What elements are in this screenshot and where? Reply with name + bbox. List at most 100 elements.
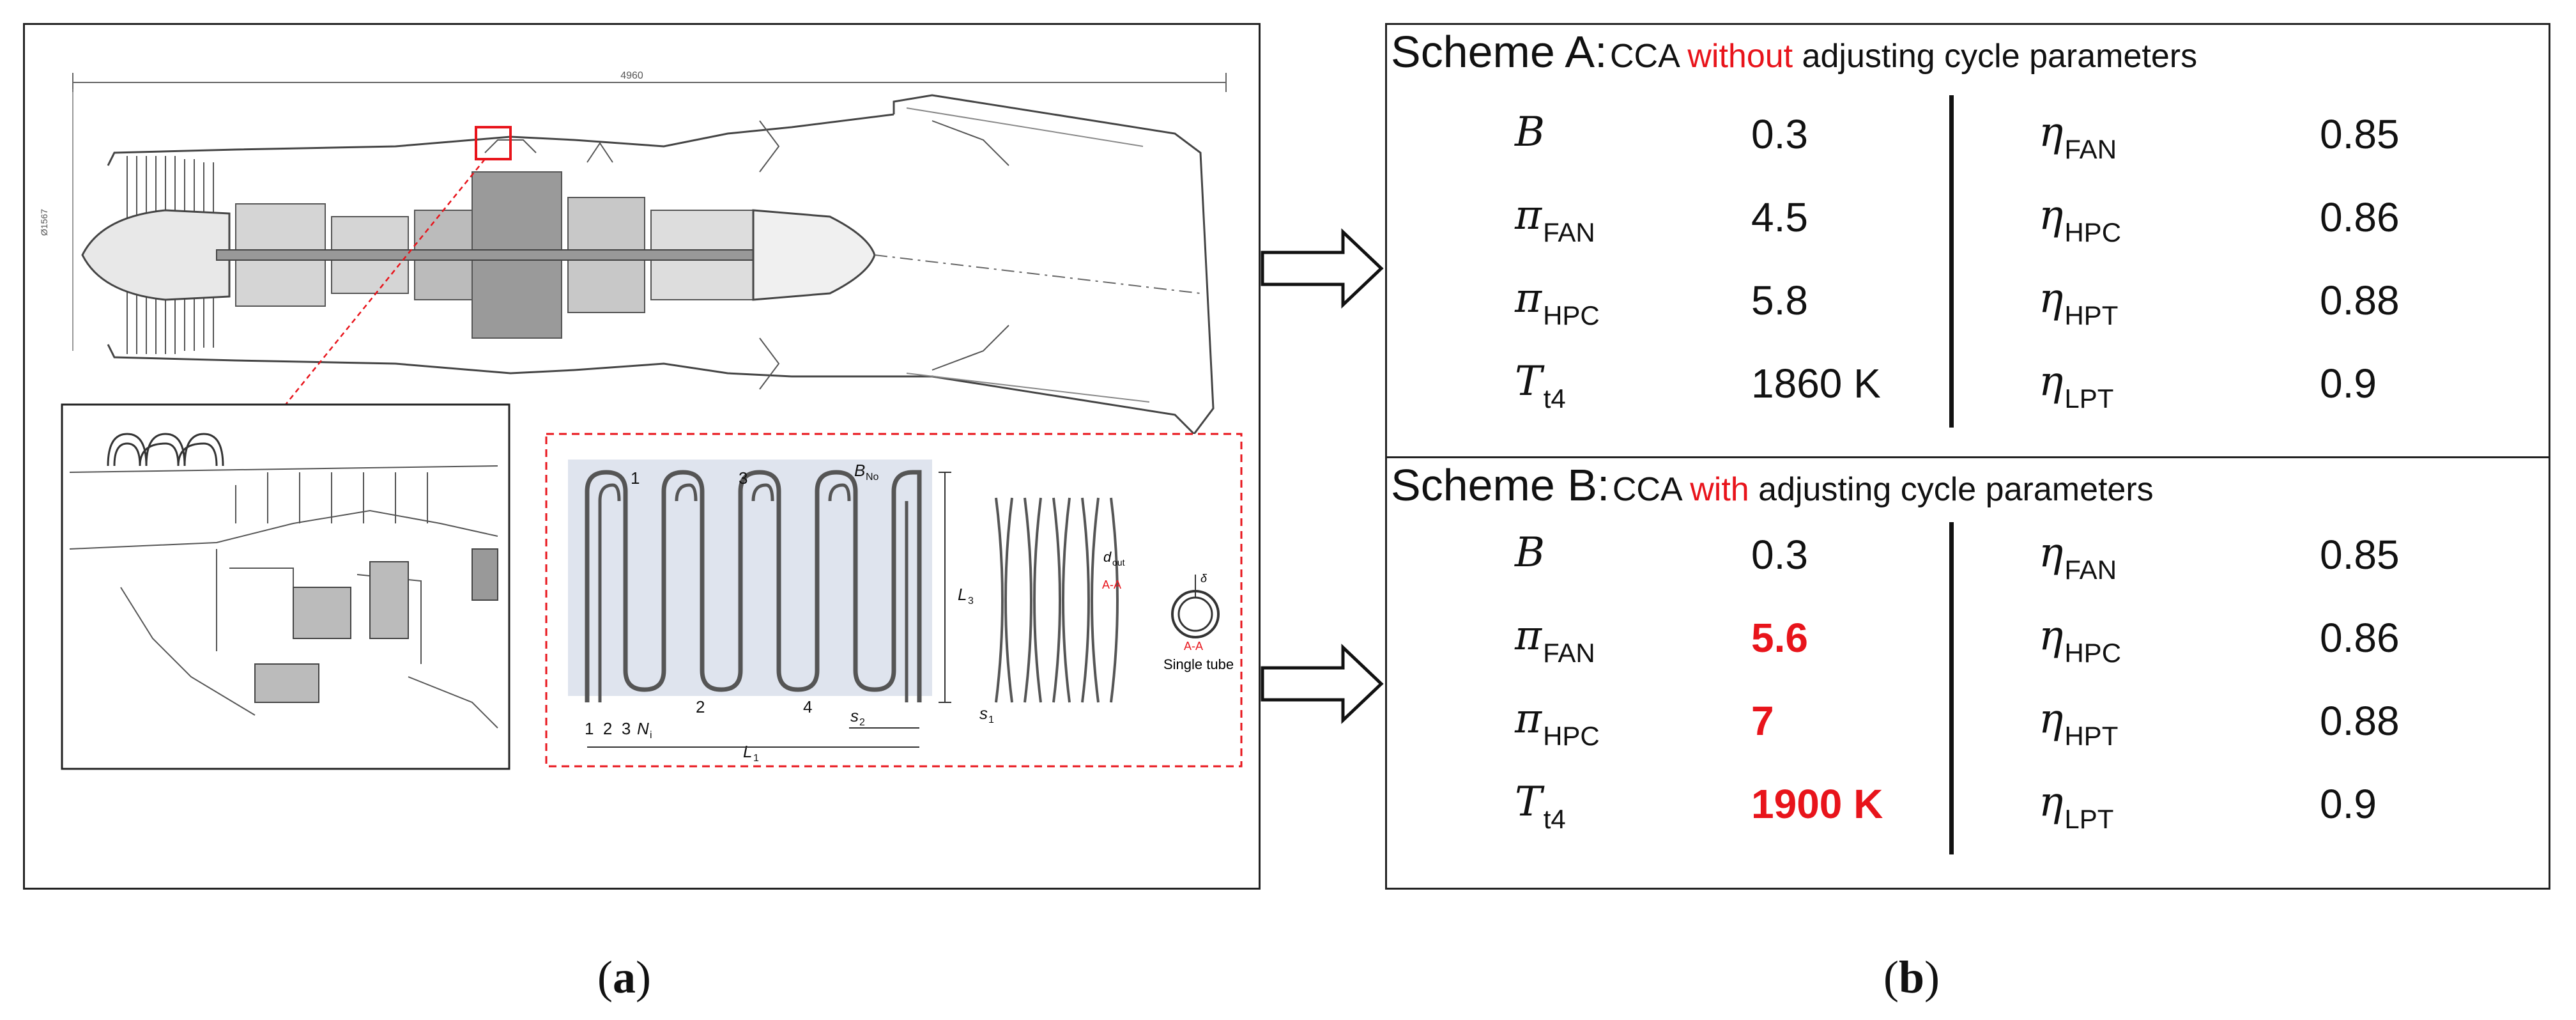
param-symbol-letter: η <box>2039 612 2064 660</box>
param-value: 0.9 <box>2320 781 2377 827</box>
arrow-to-scheme-b-icon <box>1261 644 1384 724</box>
param-symbol: B <box>1515 529 1546 576</box>
he-label-l3-sub: 3 <box>968 596 974 607</box>
param-symbol-subscript: HPC <box>2064 217 2122 247</box>
param-symbol-letter: η <box>2039 358 2064 405</box>
he-label-aa1: A-A <box>1102 578 1121 591</box>
param-value: 0.86 <box>2320 194 2400 240</box>
param-symbol-subscript: FAN <box>2064 134 2117 164</box>
turbine-details <box>484 120 1009 390</box>
scheme-b-title-highlight: with <box>1690 471 1749 508</box>
he-label-l1-sub: 1 <box>753 753 759 764</box>
param-value: 1900 K <box>1751 781 1883 827</box>
he-label-s2: s <box>850 706 859 725</box>
he-label-single-tube: Single tube <box>1163 656 1234 672</box>
param-symbol-letter: η <box>2039 529 2064 576</box>
he-label-bno-sub: No <box>866 472 879 483</box>
param-value: 5.8 <box>1751 277 1808 323</box>
caption-b: (b) <box>1883 952 1940 1003</box>
param-symbol-subscript: FAN <box>1543 638 1595 668</box>
he-label-dout-sub: out <box>1112 557 1125 568</box>
param-symbol: ηFAN <box>2039 108 2117 164</box>
param-value: 5.6 <box>1751 615 1808 661</box>
param-symbol-letter: η <box>2039 109 2064 156</box>
param-symbol-subscript: HPT <box>2064 300 2119 330</box>
he-label-s1-sub: 1 <box>988 715 994 725</box>
param-symbol-letter: π <box>1515 192 1542 239</box>
param-symbol-letter: π <box>1515 612 1542 660</box>
he-label-l3: L <box>958 585 967 604</box>
scheme-b-divider <box>1949 522 1954 854</box>
param-symbol: πHPC <box>1515 274 1600 330</box>
scheme-a-title-highlight: without <box>1687 38 1793 75</box>
exhaust-cone <box>752 209 876 301</box>
param-symbol: B <box>1515 108 1546 156</box>
he-label-bottom-seq: 1 2 3 <box>585 719 631 738</box>
param-symbol: πFAN <box>1515 191 1595 247</box>
param-value: 0.3 <box>1751 111 1808 157</box>
param-symbol-subscript: FAN <box>1543 217 1595 247</box>
param-symbol: ηHPT <box>2039 695 2118 751</box>
param-symbol: ηLPT <box>2039 778 2113 834</box>
param-symbol-subscript: HPC <box>1543 721 1600 751</box>
scheme-a-title-post: adjusting cycle parameters <box>1793 38 2198 75</box>
he-label-1: 1 <box>631 468 640 488</box>
he-label-ni: N <box>637 719 649 738</box>
he-label-ni-sub: i <box>650 730 652 741</box>
param-symbol: ηHPC <box>2039 191 2121 247</box>
scheme-a-divider <box>1949 95 1954 428</box>
param-value: 0.85 <box>2320 532 2400 578</box>
param-symbol-subscript: t4 <box>1543 383 1566 413</box>
param-value: 7 <box>1751 698 1774 744</box>
param-symbol-letter: B <box>1515 109 1545 156</box>
param-symbol-letter: η <box>2039 778 2064 826</box>
he-label-s2-sub: 2 <box>859 717 865 728</box>
param-symbol: ηLPT <box>2039 357 2113 413</box>
dim-fan-diameter: Ø1567 <box>39 209 49 236</box>
dim-length: 4960 <box>620 70 643 81</box>
scheme-a-name: Scheme A: <box>1391 27 1607 77</box>
he-label-2: 2 <box>696 697 705 716</box>
param-symbol: ηFAN <box>2039 529 2117 585</box>
scheme-a-section: Scheme A: CCA without adjusting cycle pa… <box>1387 25 2549 458</box>
detail-view-frame <box>61 403 510 770</box>
single-tube-section: δ A-A Single tube <box>1163 572 1234 672</box>
param-symbol: Tt4 <box>1515 778 1566 834</box>
scheme-a-title: Scheme A: CCA without adjusting cycle pa… <box>1391 26 2197 77</box>
cycle-parameters-panel: Scheme A: CCA without adjusting cycle pa… <box>1385 23 2550 890</box>
param-symbol-subscript: LPT <box>2064 383 2114 413</box>
param-symbol: πFAN <box>1515 612 1595 668</box>
scheme-b-title: Scheme B: CCA with adjusting cycle param… <box>1391 460 2154 511</box>
scheme-b-name: Scheme B: <box>1391 460 1610 510</box>
scheme-b-title-pre: CCA <box>1612 471 1690 508</box>
shaft <box>216 249 792 261</box>
cca-location-highlight <box>475 126 512 160</box>
he-label-s1: s <box>979 704 988 723</box>
he-label-delta: δ <box>1200 572 1208 585</box>
he-label-3: 3 <box>739 468 747 488</box>
param-symbol-letter: η <box>2039 192 2064 239</box>
param-symbol-subscript: LPT <box>2064 804 2114 834</box>
he-label-dout: d <box>1103 549 1112 565</box>
param-symbol-letter: T <box>1515 358 1542 405</box>
he-label-4: 4 <box>803 697 812 716</box>
engine-drawing: 4960 Ø1567 <box>39 70 1243 770</box>
param-symbol-subscript: FAN <box>2064 555 2117 585</box>
he-label-aa2: A-A <box>1184 640 1203 653</box>
heat-exchanger-schematic: 1 3 B No L 3 2 4 1 2 3 N i L 1 s 2 s 1 <box>545 433 1243 768</box>
param-symbol-letter: η <box>2039 695 2064 743</box>
param-value: 4.5 <box>1751 194 1808 240</box>
param-symbol-subscript: t4 <box>1543 804 1566 834</box>
param-symbol-letter: π <box>1515 695 1542 743</box>
he-label-l1: L <box>743 742 752 761</box>
param-symbol-letter: B <box>1515 529 1545 576</box>
caption-a: (a) <box>597 952 651 1003</box>
param-value: 1860 K <box>1751 360 1881 406</box>
param-value: 0.86 <box>2320 615 2400 661</box>
engine-figure-panel: 4960 Ø1567 <box>23 23 1261 890</box>
param-symbol: πHPC <box>1515 695 1600 751</box>
param-symbol-letter: η <box>2039 275 2064 322</box>
scheme-b-section: Scheme B: CCA with adjusting cycle param… <box>1387 458 2549 888</box>
arrow-to-scheme-a-icon <box>1261 228 1384 309</box>
param-symbol: ηHPT <box>2039 274 2118 330</box>
